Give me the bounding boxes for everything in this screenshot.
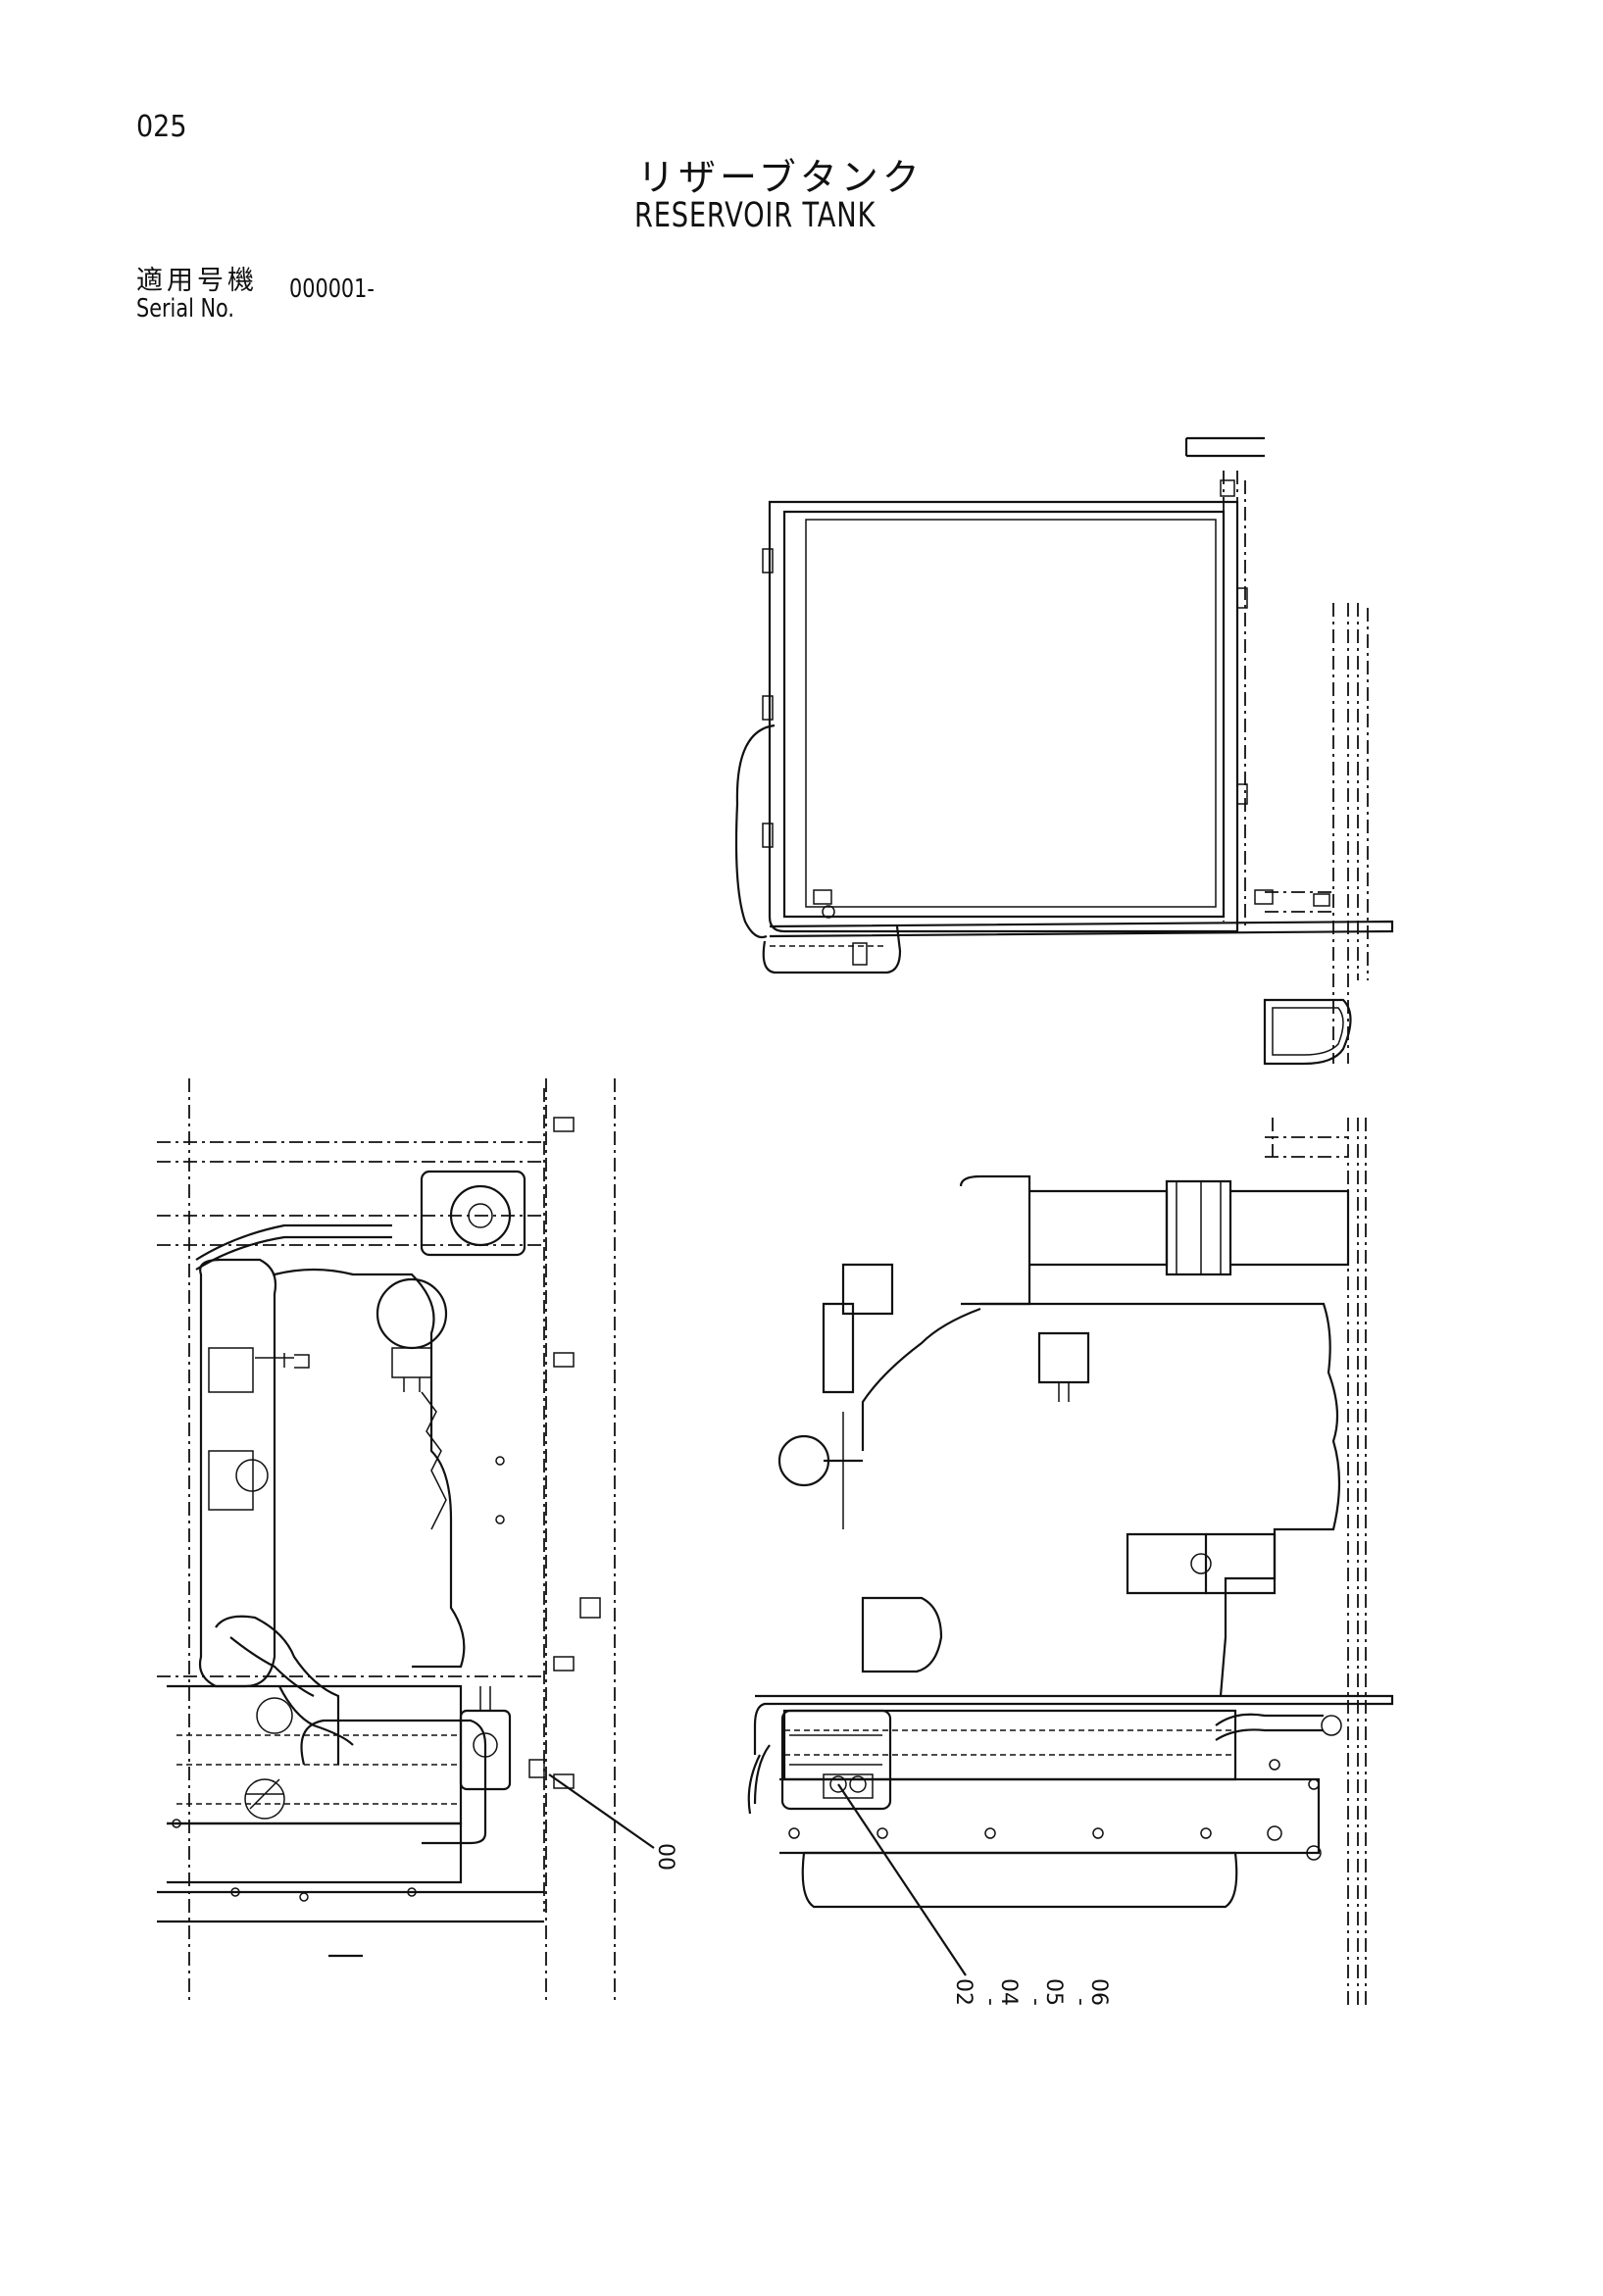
callout-right-05: 05 bbox=[1041, 1978, 1066, 2006]
title-english: RESERVOIR TANK bbox=[634, 196, 877, 235]
callout-left: 00 bbox=[653, 1843, 677, 1871]
engine-right-view-drawing bbox=[747, 1118, 1394, 2010]
serial-value: 000001- bbox=[289, 275, 375, 304]
reservoir-tank-drawing bbox=[734, 436, 1394, 1066]
callout-right-02: 02 bbox=[951, 1978, 976, 2006]
engine-left-view-drawing bbox=[157, 1078, 655, 2000]
title-japanese: リザーブタンク bbox=[637, 156, 924, 199]
callout-right-06: 06 bbox=[1086, 1978, 1111, 2006]
callout-right-dash-2: - bbox=[1024, 1998, 1048, 2006]
callout-right-dash-1: - bbox=[978, 1998, 1003, 2006]
callout-right-dash-3: - bbox=[1069, 1998, 1093, 2006]
serial-label-japanese: 適用号機 bbox=[136, 266, 258, 296]
callout-right-04: 04 bbox=[996, 1978, 1021, 2006]
serial-label-english: Serial No. bbox=[136, 294, 234, 324]
page-number: 025 bbox=[136, 110, 187, 144]
